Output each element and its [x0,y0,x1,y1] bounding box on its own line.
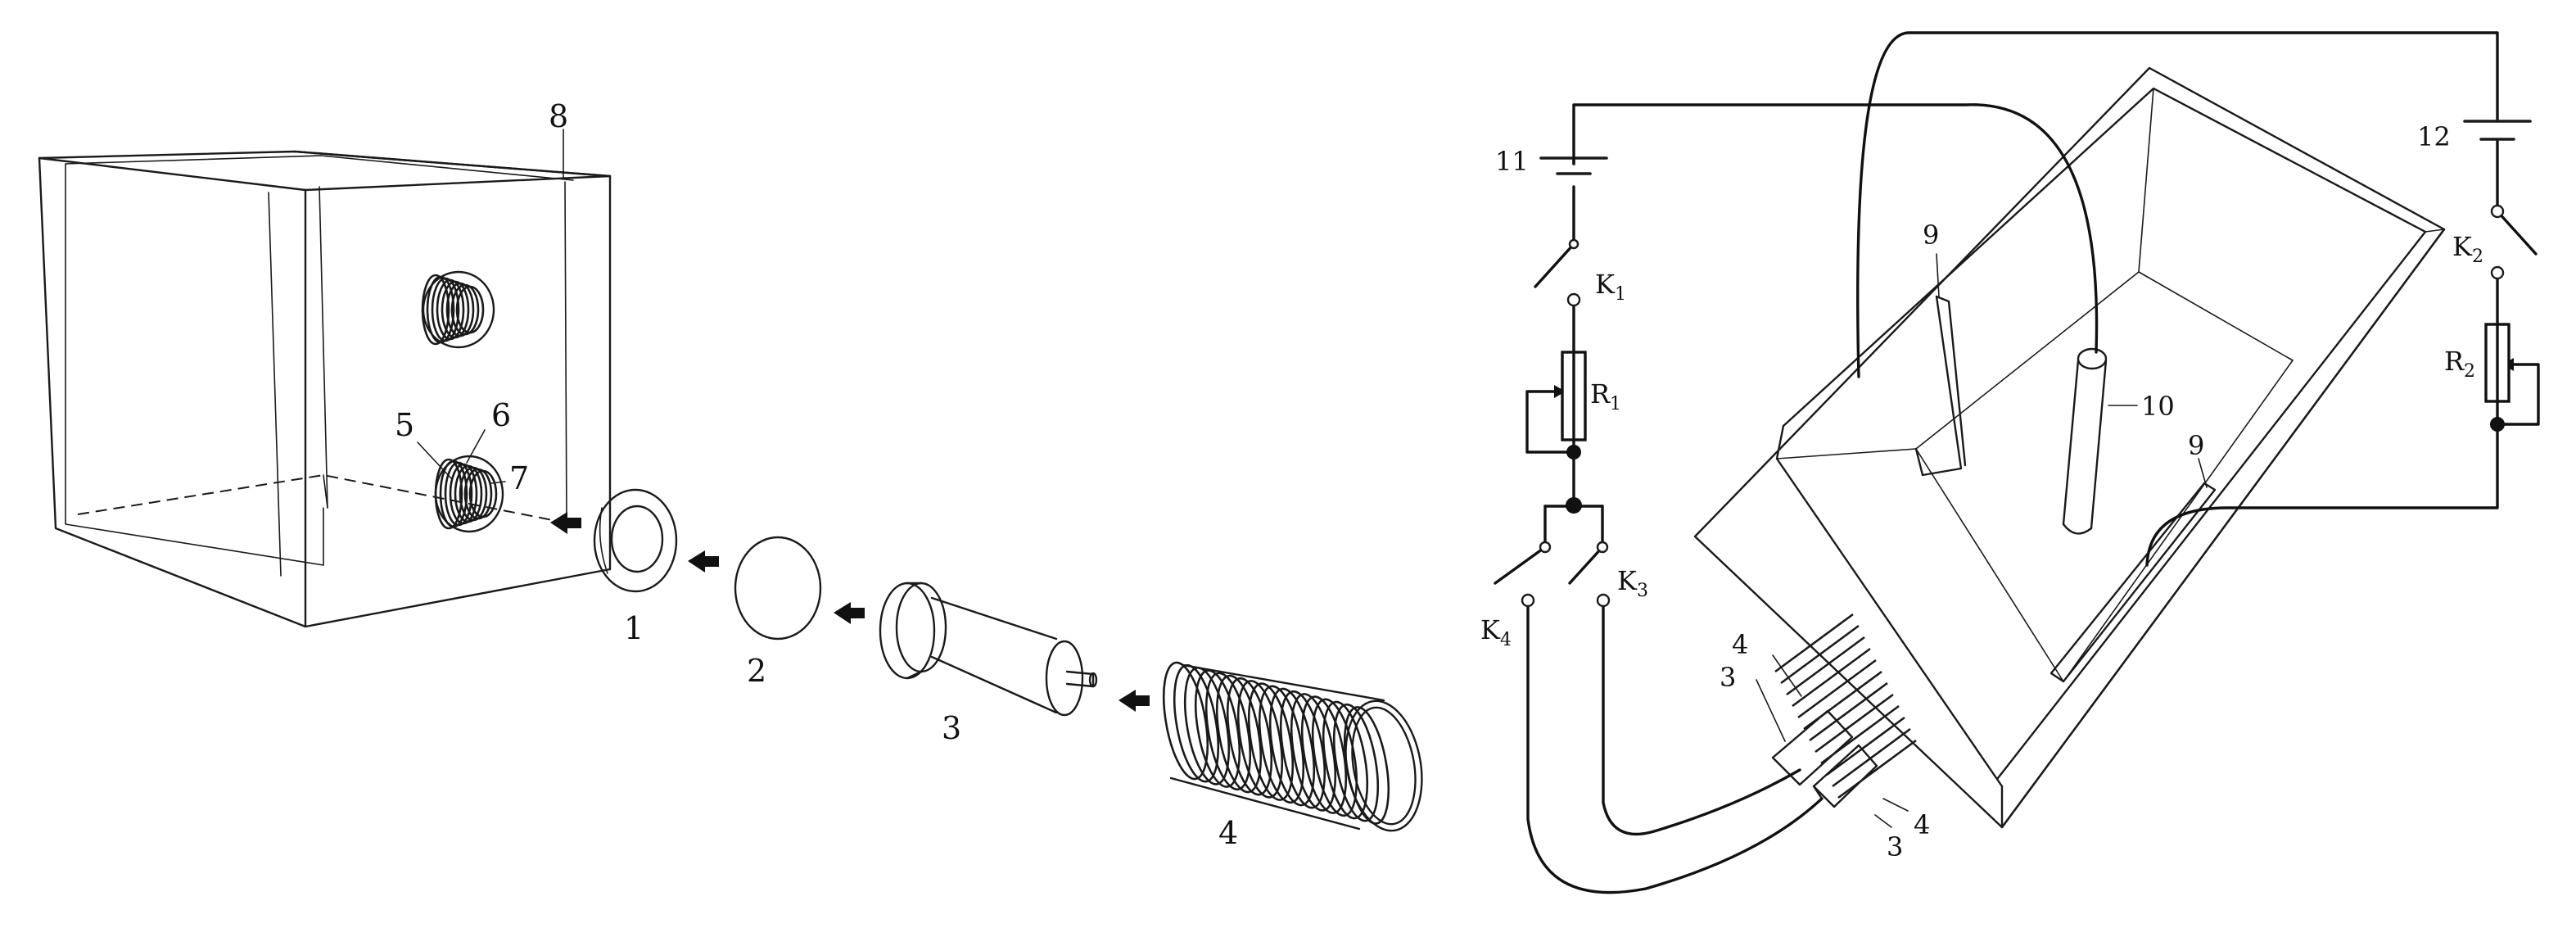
label-battery-12: 12 [2417,121,2451,152]
label-hole-part-7: 7 [509,460,529,496]
thread-ring [439,459,468,528]
thread-ring [449,463,478,525]
plug-part [879,582,1098,717]
thread-ring [1809,681,1888,742]
thread-ring [1258,685,1305,804]
thread-ring [426,275,455,344]
label-resistor-r2: R [2444,346,2465,377]
thread-ring [1792,647,1871,708]
thread-ring [1290,693,1337,812]
thread-ring [1832,727,1911,788]
thread-ring [450,283,480,336]
arrow-icon [550,512,581,534]
thread-ring [1236,680,1284,799]
label-thread-tube: 4 [1218,815,1238,851]
junction-dot [2490,417,2505,432]
label-switch-k2-sub: 2 [2472,247,2483,267]
label-plug: 3 [942,710,961,746]
label-switch-k4-sub: 4 [1500,630,1512,650]
thread-ring [434,458,463,530]
thread-ring [1194,669,1241,788]
junction-dot [1566,497,1582,514]
center-rod [2062,347,2108,535]
thread-ring [1786,636,1865,696]
arrow-icon [1119,690,1150,712]
thread-ring [444,461,473,527]
battery-12 [2463,120,2532,141]
thread-ring [1780,624,1860,685]
tank-fitting [1771,613,1917,808]
switch-k1[interactable] [1534,238,1581,307]
label-resistor-r1-sub: 1 [1610,394,1621,414]
thread-ring [1300,695,1348,814]
thread-ring [1814,693,1894,754]
thread-ring [1797,659,1877,719]
label-hole-part-5: 5 [395,407,414,443]
thread-ring [1268,687,1316,807]
thread-ring [1332,703,1380,822]
thread-ring [1279,690,1326,809]
thread-ring [1322,700,1369,820]
label-fitting-tube-top: 4 [1732,629,1748,660]
label-fitting-plug-bottom: 3 [1887,831,1903,862]
resistor-r1 [1561,351,1587,441]
label-resistor-r1: R [1590,378,1611,410]
disc-part [734,536,822,641]
label-switch-k4: K [1480,614,1501,645]
thread-ring [454,464,483,523]
label-electrode-right: 9 [2188,430,2204,461]
thread-ring [1215,674,1263,794]
thread-ring [421,274,450,346]
resistor-r2 [2484,323,2510,403]
thread-ring [1826,716,1905,776]
thread-ring [441,280,470,339]
switch-k4[interactable] [1494,541,1552,608]
thread-ring [1247,682,1295,801]
label-switch-k1-sub: 1 [1615,284,1626,305]
label-switch-k3-sub: 3 [1637,581,1648,601]
threaded-tube-part [1162,661,1423,832]
thread-ring [468,469,498,518]
thread-ring [455,285,485,334]
label-switch-k3: K [1617,565,1638,596]
thread-ring [436,278,465,341]
thread-ring [1226,677,1273,796]
switch-k3[interactable] [1568,541,1611,608]
arrow-icon [688,550,719,573]
label-box: 8 [549,98,568,134]
thread-ring [1774,613,1854,673]
label-battery-11: 11 [1495,146,1529,177]
thread-ring [1837,739,1917,799]
right-electrode [2050,482,2217,683]
label-center-rod: 10 [2141,391,2175,422]
thread-ring [1162,661,1209,781]
junction-dot [1566,445,1581,459]
thread-ring [431,277,460,342]
label-ring: 1 [624,610,644,646]
thread-ring [463,468,493,520]
circuit-wires [1525,31,2540,894]
label-switch-k1: K [1595,269,1616,300]
thread-ring [445,282,475,337]
lower-threaded-hole [434,455,504,533]
box-assembly [38,150,612,628]
label-switch-k2: K [2452,231,2473,262]
arrow-icon [834,602,865,624]
left-electrode [1914,295,1967,477]
switch-k2[interactable] [2490,204,2538,280]
label-fitting-tube-bottom: 4 [1914,809,1930,840]
ring-part [593,488,678,593]
label-hole-part-6: 6 [491,397,511,433]
label-disc: 2 [747,653,766,689]
thread-ring [459,466,488,522]
upper-threaded-hole [421,270,495,349]
battery-11 [1539,156,1608,175]
label-electrode-left: 9 [1923,220,1939,251]
label-resistor-r2-sub: 2 [2464,361,2475,382]
label-fitting-plug-top: 3 [1720,662,1736,693]
tank [1693,66,2446,829]
thread-ring [1311,698,1358,817]
thread-ring [1204,672,1252,791]
